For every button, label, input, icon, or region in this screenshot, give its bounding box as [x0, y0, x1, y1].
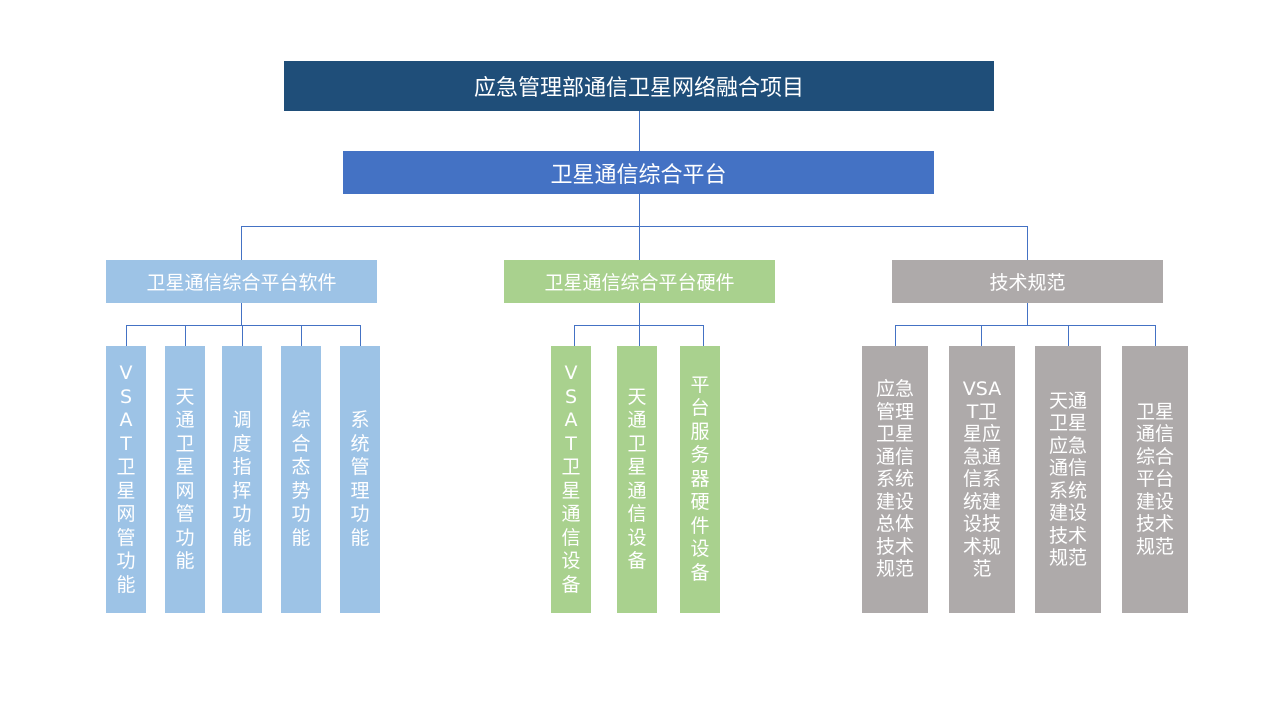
category-spec-label: 技术规范	[989, 272, 1066, 294]
platform-node: 卫星通信综合平台	[343, 151, 934, 194]
leaf-node-label: VSAT卫星应急通信系统建设技术规范	[962, 378, 1002, 581]
leaf-node: 系统管理功能	[340, 346, 380, 613]
leaf-node-label: VSAT卫星通信设备	[561, 362, 581, 596]
leaf-node-label: 天通卫星通信设备	[627, 385, 647, 573]
leaf-node-label: 系统管理功能	[350, 409, 370, 549]
leaf-node: VSAT卫星网管功能	[106, 346, 146, 613]
category-hardware-label: 卫星通信综合平台硬件	[544, 272, 735, 294]
leaf-node-label: 平台服务器硬件设备	[690, 373, 710, 584]
root-node: 应急管理部通信卫星网络融合项目	[284, 61, 994, 111]
leaf-node-label: 综合态势功能	[291, 409, 311, 549]
leaf-node: VSAT卫星应急通信系统建设技术规范	[949, 346, 1015, 613]
category-spec: 技术规范	[892, 260, 1163, 303]
leaf-node-label: 天通卫星网管功能	[175, 385, 195, 573]
category-software-label: 卫星通信综合平台软件	[146, 272, 337, 294]
leaf-node-label: 天通卫星应急通信系统建设技术规范	[1048, 389, 1087, 570]
leaf-node: 调度指挥功能	[222, 346, 262, 613]
leaf-node-label: 调度指挥功能	[232, 409, 252, 549]
leaf-node: 天通卫星网管功能	[165, 346, 205, 613]
leaf-node: 天通卫星通信设备	[617, 346, 657, 613]
category-software: 卫星通信综合平台软件	[106, 260, 377, 303]
leaf-node-label: VSAT卫星网管功能	[116, 362, 136, 596]
leaf-node: 卫星通信综合平台建设技术规范	[1122, 346, 1188, 613]
root-node-label: 应急管理部通信卫星网络融合项目	[473, 76, 804, 101]
platform-node-label: 卫星通信综合平台	[550, 162, 727, 188]
leaf-node-label: 卫星通信综合平台建设技术规范	[1135, 400, 1174, 558]
leaf-node: VSAT卫星通信设备	[551, 346, 591, 613]
leaf-node: 应急管理卫星通信系统建设总体技术规范	[862, 346, 928, 613]
category-hardware: 卫星通信综合平台硬件	[504, 260, 775, 303]
leaf-node: 综合态势功能	[281, 346, 321, 613]
leaf-node: 天通卫星应急通信系统建设技术规范	[1035, 346, 1101, 613]
leaf-node: 平台服务器硬件设备	[680, 346, 720, 613]
leaf-node-label: 应急管理卫星通信系统建设总体技术规范	[875, 378, 914, 581]
